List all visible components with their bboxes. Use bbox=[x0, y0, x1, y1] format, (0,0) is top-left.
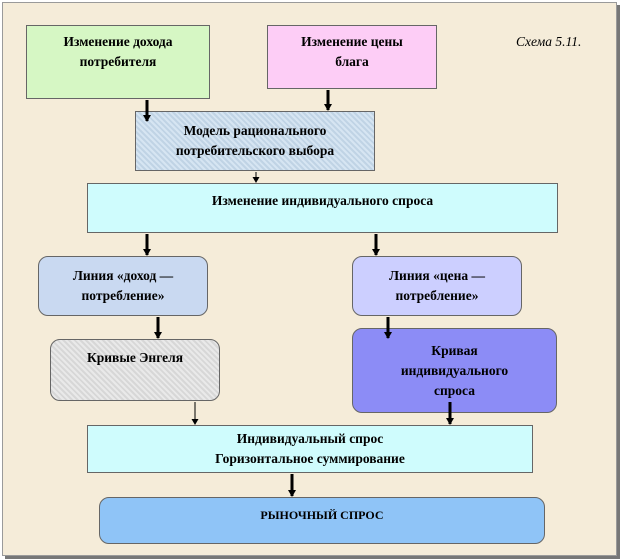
income-consumption-line-box: Линия «доход — потребление» bbox=[38, 256, 208, 316]
individual-demand-change-box: Изменение индивидуального спроса bbox=[87, 183, 558, 233]
scheme-caption: Схема 5.11. bbox=[516, 34, 582, 49]
income-change-box: Изменение дохода потребителя bbox=[26, 25, 210, 99]
engel-curves-box: Кривые Энгеля bbox=[50, 339, 220, 401]
individual-demand-curve-box: Кривая индивидуального спроса bbox=[352, 328, 557, 413]
price-consumption-line-box: Линия «цена — потребление» bbox=[352, 256, 522, 316]
horizontal-summation-box: Индивидуальный спрос Горизонтальное сумм… bbox=[87, 425, 533, 473]
market-demand-box: РЫНОЧНЫЙ СПРОС bbox=[99, 497, 545, 544]
price-change-box: Изменение цены блага bbox=[267, 25, 437, 89]
rational-choice-model-box: Модель рационального потребительского вы… bbox=[135, 111, 375, 171]
